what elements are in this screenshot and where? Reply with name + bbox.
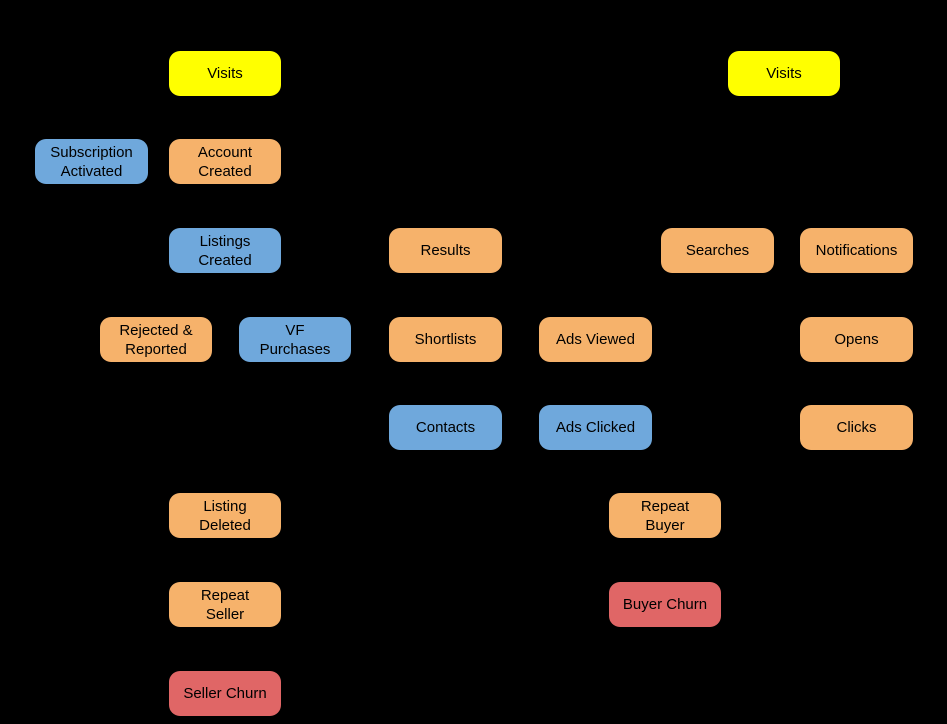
node-contacts: Contacts (389, 405, 502, 450)
node-subscription-activated: Subscription Activated (35, 139, 148, 184)
node-ads-clicked: Ads Clicked (539, 405, 652, 450)
node-notifications: Notifications (800, 228, 913, 273)
node-visits-buyer: Visits (728, 51, 840, 96)
node-seller-churn: Seller Churn (169, 671, 281, 716)
node-opens: Opens (800, 317, 913, 362)
node-vf-purchases: VF Purchases (239, 317, 351, 362)
node-repeat-buyer: Repeat Buyer (609, 493, 721, 538)
node-ads-viewed: Ads Viewed (539, 317, 652, 362)
node-account-created: Account Created (169, 139, 281, 184)
node-repeat-seller: Repeat Seller (169, 582, 281, 627)
node-shortlists: Shortlists (389, 317, 502, 362)
node-clicks: Clicks (800, 405, 913, 450)
node-visits-seller: Visits (169, 51, 281, 96)
node-buyer-churn: Buyer Churn (609, 582, 721, 627)
node-results: Results (389, 228, 502, 273)
node-searches: Searches (661, 228, 774, 273)
node-listings-created: Listings Created (169, 228, 281, 273)
node-listing-deleted: Listing Deleted (169, 493, 281, 538)
node-rejected-reported: Rejected & Reported (100, 317, 212, 362)
